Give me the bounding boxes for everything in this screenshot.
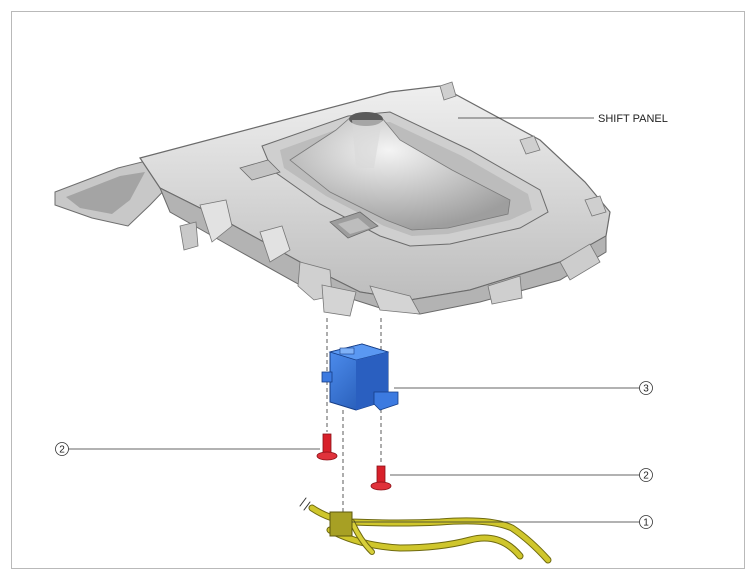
shift-panel-label: SHIFT PANEL [598,113,668,125]
shift-panel [54,81,611,317]
wiring-harness [299,497,552,564]
callout-2-left-circle [55,442,69,456]
callout-3-number: 3 [643,384,649,395]
clip-left [316,433,338,461]
callout-1-number: 1 [643,518,649,529]
callout-3-circle [639,381,653,395]
switch-component [321,343,399,411]
callout-2-left-number: 2 [59,445,65,456]
callout-1-circle [639,515,653,529]
callout-2-right-number: 2 [643,471,649,482]
clip-right [370,465,392,491]
callout-2-right-circle [639,468,653,482]
